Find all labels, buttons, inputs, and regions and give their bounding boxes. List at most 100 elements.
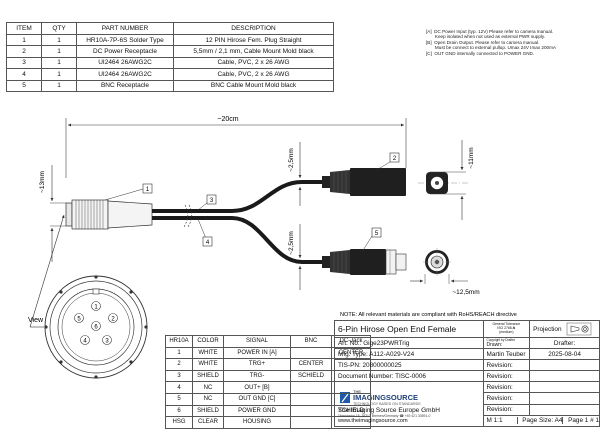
pin-label: 2	[111, 317, 115, 323]
notes-block: [A] DC Power Input (typ. 12V) Please ref…	[426, 29, 596, 56]
bom-cell: 1	[41, 79, 77, 92]
callout-4: 4	[197, 218, 213, 247]
drawer-name: Martin Teuber	[482, 348, 531, 360]
tb-row: TIS-PN: 20800000025 Revision:	[334, 359, 600, 371]
title-block: 6-Pin Hirose Open End Female General Tol…	[334, 320, 600, 428]
bom-cell: BNC Cable Mount Mold black	[173, 79, 334, 92]
revision-value	[529, 380, 600, 394]
view-arrow: View	[28, 214, 65, 328]
pinout-header: BNC	[290, 335, 332, 348]
callout-1-label: 1	[146, 187, 150, 193]
tis-pn: TIS-PN: 20800000025	[334, 359, 484, 371]
callout-5-label: 5	[375, 231, 379, 237]
pinout-header: HR10A	[165, 335, 193, 348]
pinout-cell: HOUSING	[223, 416, 291, 429]
callout-5: 5	[361, 227, 382, 253]
pin-label: 5	[77, 317, 81, 323]
art-no: Art. No.: Gige23PWRTrig	[334, 337, 484, 349]
copyright-label: Copyright by Drafter	[486, 338, 516, 342]
pinout-cell: SHIELD	[192, 404, 224, 418]
cert-line: (medium)	[499, 329, 514, 334]
pinout-cell: NC	[192, 381, 224, 394]
pinout-cell: CLEAR	[192, 416, 224, 429]
pinout-cell	[290, 416, 332, 429]
hirose-connector	[65, 199, 153, 230]
revision-value	[529, 392, 600, 405]
dim-dc-diameter-label: ~11mm	[468, 147, 475, 168]
view-label: View	[28, 317, 44, 324]
tb-row: The Imaging Source Europe GmbH Überseeto…	[334, 380, 600, 427]
pinout-cell: WHITE	[192, 346, 224, 360]
bom-cell: DC Power Receptacle	[76, 45, 174, 58]
bom-cell: 1	[41, 33, 77, 47]
pinout-cell: OUT GND [C]	[223, 392, 291, 406]
revision-label: Revision:	[482, 380, 531, 394]
dim-cable-top-label: ~2,5mm	[288, 148, 295, 172]
callout-1: 1	[104, 183, 153, 201]
tb-row: M 1:1 Page Size: A4 Page 1 # 1	[335, 414, 600, 428]
connector-face-view: 1 2 3 4 5 6	[44, 275, 148, 379]
bom-cell: BNC Receptacle	[76, 79, 174, 92]
pinout-cell: 4	[165, 381, 193, 394]
company-name: The Imaging Source Europe GmbH	[338, 407, 440, 414]
dim-bnc-diameter-label: ~12,5mm	[452, 289, 479, 296]
dimension-left: ~13mm	[39, 165, 66, 262]
tolerance-box: General Tolerance ISO 2768-₦ (medium)	[482, 320, 531, 338]
logo-space	[338, 390, 480, 407]
cert-line: General Tolerance	[492, 322, 521, 327]
bom-cell: 12 PIN Hirose Fem. Plug Straight	[173, 33, 334, 47]
cert-line: ISO 2768-₦	[497, 326, 516, 331]
dimension-cable-bottom: ~2,5mm	[288, 224, 302, 290]
mfg-type: Mfg. Type: A112-A029-V24	[334, 348, 484, 360]
pinout-header: COLOR	[192, 335, 224, 348]
pin-label: 6	[94, 325, 98, 331]
callout-4-label: 4	[206, 240, 210, 246]
pinout-cell: 1	[165, 346, 193, 360]
drawn-label: Drawn:	[486, 342, 503, 348]
dimension-cable-top: ~2,5mm	[288, 142, 302, 206]
page-number: Page 1 # 1	[568, 417, 599, 425]
revision-label: Revision:	[482, 370, 531, 382]
company-block: The Imaging Source Europe GmbH Überseeto…	[334, 381, 484, 427]
tb-row: Revision:	[335, 392, 600, 405]
pinout-cell: 3	[165, 369, 193, 383]
revision-value	[529, 370, 600, 382]
pinout-cell	[290, 404, 332, 418]
revision-label: Revision:	[482, 392, 531, 405]
dim-left-label: ~13mm	[39, 171, 46, 193]
note-line: [C] OUT GND internally connected to POWE…	[426, 50, 535, 56]
pinout-cell: HSG	[165, 416, 193, 429]
pinout-cell: SCHIELD	[290, 369, 332, 383]
company-address: Überseetor 18, 28217 Bremen/Germany ☎ +4…	[338, 414, 431, 418]
document-number: Document Number: TISC-0006	[334, 370, 484, 382]
pinout-cell: POWER IN [A]	[223, 346, 291, 360]
pinout-cell	[290, 392, 332, 406]
bnc-end-view: ~12,5mm	[410, 248, 480, 296]
pinout-cell: TRG+	[223, 358, 291, 371]
callout-2-label: 2	[393, 156, 397, 162]
dim-cable-bottom-label: ~2,5mm	[288, 231, 295, 255]
note-line: Keep isolated when not used as external …	[426, 34, 546, 40]
bom-header-row: ITEM QTY PART NUMBER DESCRIPTION	[6, 22, 334, 35]
pin-label: 4	[83, 339, 87, 345]
revision-value	[529, 359, 600, 371]
pinout-cell: CENTER	[290, 358, 332, 371]
dim-overall-label: ~20cm	[217, 116, 238, 123]
drafter-label: Drafter:	[529, 337, 600, 349]
page-size: Page Size: A4	[519, 417, 564, 425]
pin-label: 3	[105, 339, 109, 345]
pinout-cell: TRG-	[223, 369, 291, 383]
pinout-cell	[290, 346, 332, 360]
tb-row: Art. No.: Gige23PWRTrig Copyright by Dra…	[334, 337, 600, 349]
page-info-row: M 1:1 Page Size: A4 Page 1 # 1	[482, 414, 600, 428]
company-website: www.theimagingsource.com	[338, 418, 408, 424]
pinout-cell: SHIELD	[192, 369, 224, 383]
pinout-cell: 2	[165, 358, 193, 371]
pinout-header: SIGNAL	[223, 335, 291, 348]
pinout-cell: 6	[165, 404, 193, 418]
bom-cell: 5,5mm / 2,1 mm, Cable Mount Mold black	[173, 45, 334, 58]
drawing-date: 2025-08-04	[529, 348, 600, 360]
